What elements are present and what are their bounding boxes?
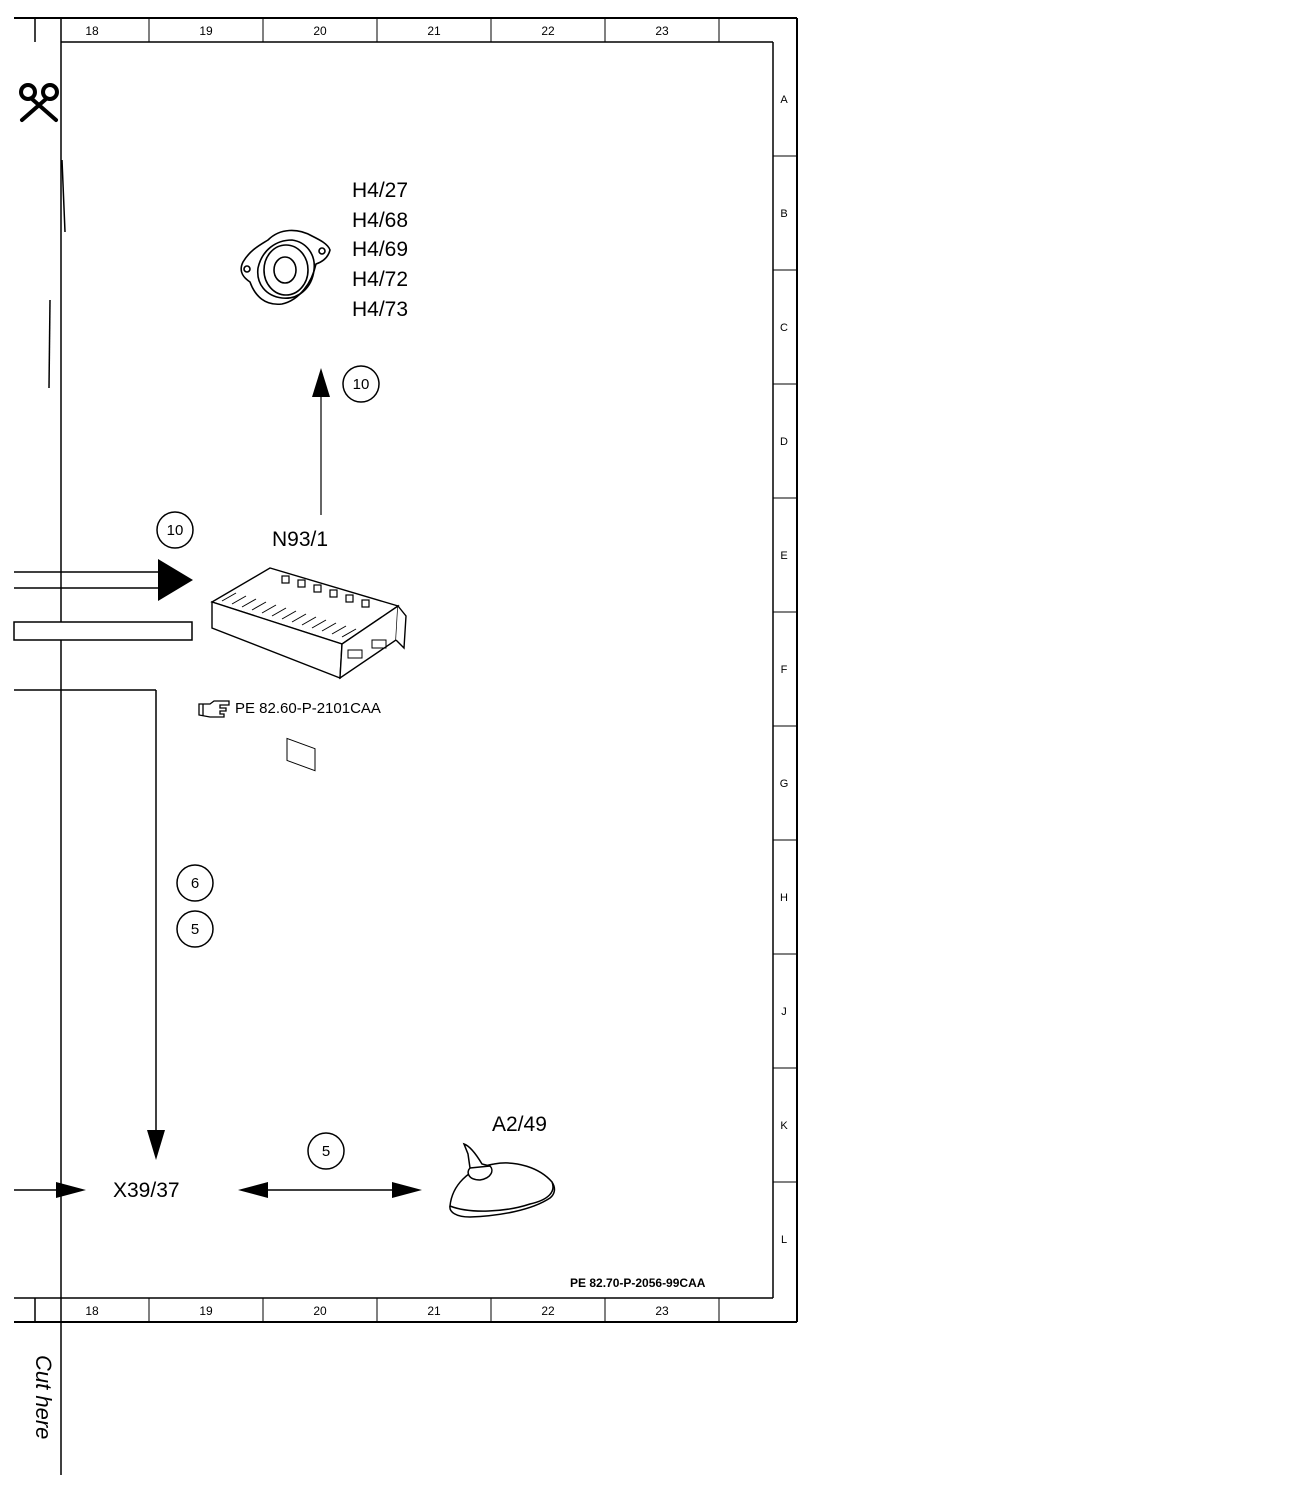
column-label: 20 bbox=[313, 24, 327, 38]
circled-number-text: 6 bbox=[191, 875, 199, 892]
row-label: J bbox=[781, 1006, 787, 1018]
component-label: H4/73 bbox=[352, 298, 408, 321]
circled-number-trunk-upper: 6 bbox=[176, 864, 214, 902]
amplifier-reference: PE 82.60-P-2101CAA bbox=[198, 700, 381, 718]
circled-number-text: 5 bbox=[191, 921, 199, 938]
column-label: 18 bbox=[85, 1304, 99, 1318]
row-labels: A B C D E F G H J K L bbox=[780, 94, 789, 1246]
row-label: E bbox=[780, 550, 787, 562]
component-label: H4/69 bbox=[352, 238, 408, 261]
row-label: D bbox=[780, 436, 788, 448]
circled-number-speaker: 10 bbox=[342, 365, 380, 403]
row-label: C bbox=[780, 322, 788, 334]
column-labels-bottom: 18 19 20 21 22 23 bbox=[85, 1304, 669, 1318]
column-label: 20 bbox=[313, 1304, 327, 1318]
amplifier-label: N93/1 bbox=[272, 528, 328, 551]
row-label: F bbox=[781, 664, 788, 676]
column-label: 22 bbox=[541, 24, 555, 38]
row-label: K bbox=[780, 1120, 788, 1132]
speaker-labels: H4/27 H4/68 H4/69 H4/72 H4/73 bbox=[352, 179, 408, 321]
antenna-link-arrow bbox=[238, 1182, 422, 1198]
column-labels-top: 18 19 20 21 22 23 bbox=[85, 24, 669, 38]
circled-number-amplifier-input: 10 bbox=[156, 511, 194, 549]
circled-number-text: 10 bbox=[167, 522, 184, 539]
pointing-hand-icon bbox=[198, 700, 230, 718]
trunk-line bbox=[14, 689, 165, 1160]
circled-number-text: 10 bbox=[353, 376, 370, 393]
amplifier-icon bbox=[210, 567, 407, 772]
antenna-label: A2/49 bbox=[492, 1113, 547, 1136]
row-label: L bbox=[781, 1234, 787, 1246]
connector-feed-arrow bbox=[14, 1182, 86, 1198]
scissors-icon bbox=[19, 83, 59, 122]
drawing-frame bbox=[14, 17, 798, 1475]
row-label: H bbox=[780, 892, 788, 904]
component-label: H4/27 bbox=[352, 179, 408, 202]
column-label: 21 bbox=[427, 24, 441, 38]
column-label: 23 bbox=[655, 24, 669, 38]
footer-reference: PE 82.70-P-2056-99CAA bbox=[570, 1276, 706, 1290]
connector-label: X39/37 bbox=[113, 1179, 180, 1202]
circled-number-antenna-link: 5 bbox=[307, 1132, 345, 1170]
reference-text: PE 82.60-P-2101CAA bbox=[235, 700, 381, 717]
speaker-signal-arrow bbox=[312, 368, 330, 515]
input-bus bbox=[13, 559, 193, 641]
row-label: G bbox=[780, 778, 789, 790]
column-label: 21 bbox=[427, 1304, 441, 1318]
component-label: H4/72 bbox=[352, 268, 408, 291]
speaker-icon bbox=[240, 229, 331, 306]
cut-label: Cut here bbox=[31, 1355, 56, 1439]
column-label: 19 bbox=[199, 24, 213, 38]
column-label: 23 bbox=[655, 1304, 669, 1318]
row-label: A bbox=[780, 94, 788, 106]
circled-number-trunk-lower: 5 bbox=[176, 910, 214, 948]
column-label: 18 bbox=[85, 24, 99, 38]
column-label: 19 bbox=[199, 1304, 213, 1318]
row-label: B bbox=[780, 208, 787, 220]
antenna-icon bbox=[449, 1142, 556, 1218]
column-label: 22 bbox=[541, 1304, 555, 1318]
circled-number-text: 5 bbox=[322, 1143, 330, 1160]
component-label: H4/68 bbox=[352, 209, 408, 232]
